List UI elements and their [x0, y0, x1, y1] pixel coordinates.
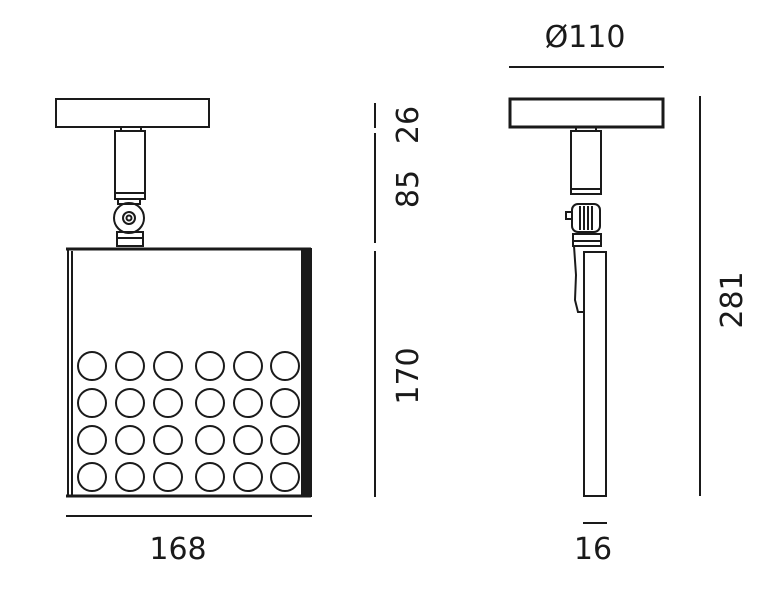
- side-view: Ø110 281 16: [508, 20, 750, 567]
- front-body-edge: [301, 249, 311, 496]
- height-dimensions: 26 85 170: [374, 103, 426, 497]
- diameter-label: Ø110: [545, 20, 626, 55]
- width-label: 168: [149, 532, 206, 567]
- front-stem: [114, 130, 146, 200]
- front-swivel-joint: [113, 202, 145, 234]
- canopy-height-label: 26: [391, 106, 426, 144]
- led-grid: [77, 351, 300, 492]
- total-height-label: 281: [715, 271, 750, 328]
- front-view: 168: [55, 98, 312, 567]
- body-height-label: 170: [391, 347, 426, 404]
- depth-label: 16: [574, 532, 612, 567]
- stem-height-label: 85: [391, 170, 426, 208]
- side-knob: [571, 203, 601, 233]
- side-body: [583, 251, 607, 497]
- side-canopy: [508, 97, 665, 129]
- side-stem: [570, 130, 602, 195]
- side-bracket: [573, 245, 584, 313]
- front-canopy: [55, 98, 210, 128]
